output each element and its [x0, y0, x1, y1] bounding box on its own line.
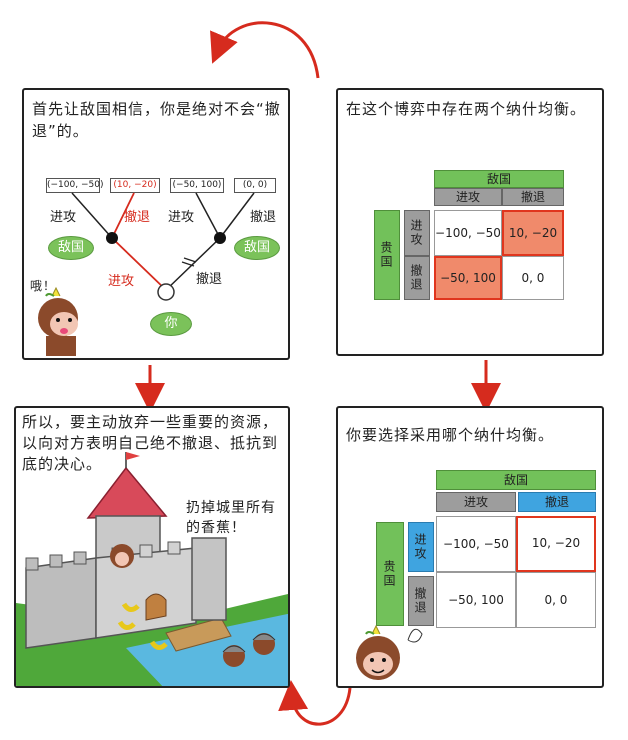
- payoff-box-2: (10, −20): [110, 178, 160, 193]
- monkey-character: [38, 286, 78, 356]
- table2-col-attack: 进攻: [434, 188, 502, 206]
- table4-cell-11: 0, 0: [516, 572, 596, 628]
- table2-col-retreat: 撤退: [502, 188, 564, 206]
- table2-side-header: 贵国: [374, 210, 400, 300]
- table2-cell-11: 0, 0: [502, 256, 564, 300]
- panel-3-text: 所以，要主动放弃一些重要的资源，以向对方表明自己绝不撤退、抵抗到底的决心。: [22, 413, 279, 473]
- panel-3: 所以，要主动放弃一些重要的资源，以向对方表明自己绝不撤退、抵抗到底的决心。: [14, 406, 290, 688]
- oval-enemy-right: 敌国: [234, 236, 280, 260]
- table4-top-header: 敌国: [436, 470, 596, 490]
- speech-throw-bananas: 扔掉城里所有的香蕉！: [186, 500, 276, 536]
- panel-1-text: 首先让敌国相信，你是绝对不会“撤退”的。: [32, 100, 281, 140]
- node-enemy-right: [214, 232, 226, 244]
- table2-row-retreat: 撤退: [404, 256, 430, 300]
- oh-exclamation: 哦！: [30, 279, 57, 293]
- table2-cell-01: 10, −20: [502, 210, 564, 256]
- table4-col-retreat: 撤退: [518, 492, 596, 512]
- monkey-character-2: [356, 624, 423, 680]
- table4-cell-01: 10, −20: [516, 516, 596, 572]
- node-you: [157, 283, 175, 301]
- table4-cell-00: −100, −50: [436, 516, 516, 572]
- label-retreat-bottom: 撤退: [196, 272, 223, 287]
- panel-1: 首先让敌国相信，你是绝对不会“撤退”的。 (−100, −50) (10, −2…: [22, 88, 290, 360]
- oval-enemy-left: 敌国: [48, 236, 94, 260]
- table4-col-attack: 进攻: [436, 492, 516, 512]
- payoff-box-4: (0, 0): [234, 178, 276, 193]
- label-retreat-right: 撤退: [250, 210, 277, 225]
- arrow-top-curved: [210, 21, 320, 79]
- table4-side-header: 贵国: [376, 522, 404, 626]
- table4-row-retreat: 撤退: [408, 576, 434, 626]
- node-enemy-left: [106, 232, 118, 244]
- payoff-box-3: (−50, 100): [170, 178, 224, 193]
- panel-4-text: 你要选择采用哪个纳什均衡。: [346, 426, 555, 444]
- table4-cell-10: −50, 100: [436, 572, 516, 628]
- oval-you: 你: [150, 312, 192, 336]
- table2-cell-10: −50, 100: [434, 256, 502, 300]
- label-attack-left: 进攻: [50, 210, 77, 225]
- panel-2: 在这个博弈中存在两个纳什均衡。 敌国 进攻 撤退 贵国 进攻 撤退 −100, …: [336, 88, 604, 356]
- label-attack-red: 进攻: [108, 274, 135, 289]
- table4-row-attack: 进攻: [408, 522, 434, 572]
- panel-4: 你要选择采用哪个纳什均衡。 敌国 进攻 撤退 贵国 进攻 撤退 −100, −5…: [336, 406, 604, 688]
- game-tree: [71, 192, 255, 301]
- panel-2-text: 在这个博弈中存在两个纳什均衡。: [346, 100, 587, 118]
- table2-row-attack: 进攻: [404, 210, 430, 256]
- castle-illustration: [16, 452, 288, 686]
- label-attack-mid: 进攻: [168, 210, 195, 225]
- table2-cell-00: −100, −50: [434, 210, 502, 256]
- payoff-box-1: (−100, −50): [46, 178, 103, 193]
- table2-top-header: 敌国: [434, 170, 564, 188]
- label-retreat-red: 撤退: [124, 210, 151, 225]
- arrow-bottom-curved: [278, 680, 352, 726]
